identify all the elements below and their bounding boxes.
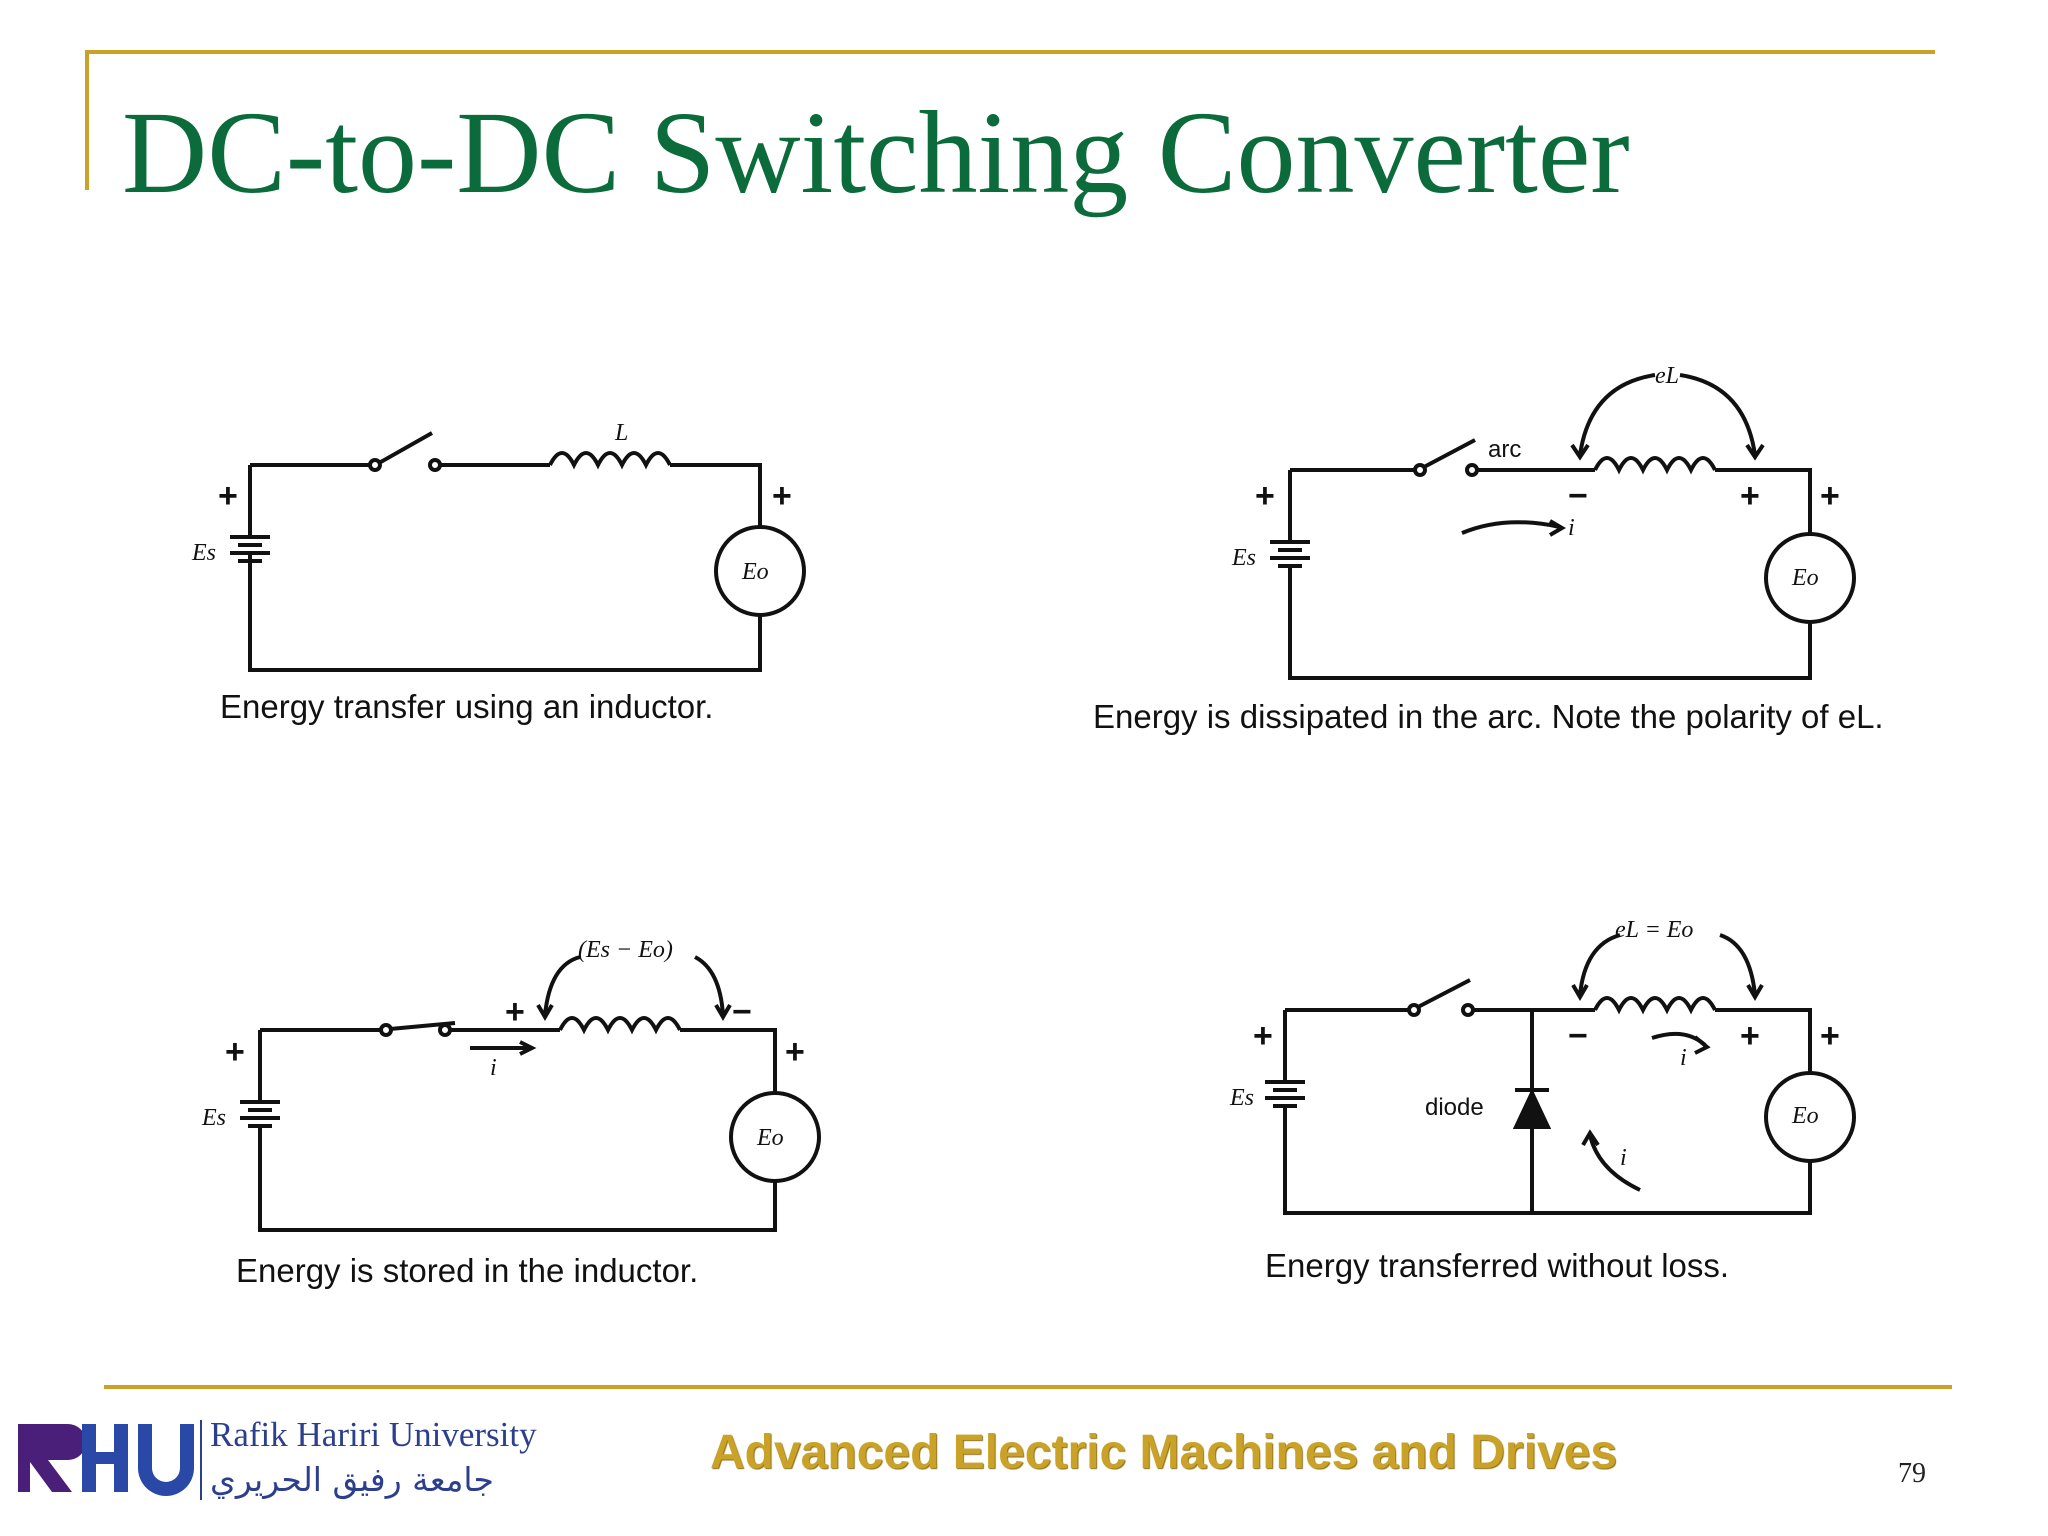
switch-icon: [1417, 978, 1471, 1009]
c3-plus-inductor: +: [505, 993, 525, 1031]
slide-title: DC-to-DC Switching Converter: [122, 87, 1630, 218]
battery-icon: [1270, 540, 1310, 568]
c1-plus-left: +: [218, 477, 238, 515]
c2-minus: −: [1568, 477, 1588, 515]
title-top-rule: [85, 50, 1935, 54]
c4-plus-left: +: [1253, 1017, 1273, 1055]
switch-icon: [378, 431, 433, 465]
circuit-energy-stored: [240, 955, 821, 1232]
c2-arc-label: arc: [1488, 436, 1521, 463]
battery-icon: [230, 535, 270, 563]
voltage-arrow-icon: [1578, 933, 1621, 996]
course-title: Advanced Electric Machines and Drives: [710, 1426, 1618, 1479]
c2-caption: Energy is dissipated in the arc. Note th…: [1093, 698, 1884, 735]
c3-load-label: Eo: [756, 1125, 784, 1151]
university-divider: [200, 1420, 202, 1500]
c2-plus-left: +: [1255, 477, 1275, 515]
circuit-arc-dissipation: [1270, 373, 1856, 680]
title-left-rule: [85, 50, 89, 190]
university-name-en: Rafik Hariri University: [210, 1415, 537, 1454]
inductor-icon: [548, 451, 672, 470]
voltage-arrow-icon: [543, 955, 581, 1016]
c3-current-label: i: [490, 1055, 497, 1081]
c4-source-label: Es: [1229, 1085, 1254, 1111]
c4-voltage-label: eL = Eo: [1615, 917, 1693, 943]
c2-plus-right: +: [1820, 477, 1840, 515]
load-icon: [714, 525, 806, 617]
battery-icon: [240, 1100, 280, 1128]
c4-current-label-top: i: [1680, 1045, 1687, 1071]
circuit-energy-transfer: [230, 431, 806, 672]
c3-voltage-label: (Es − Eo): [578, 937, 673, 963]
university-name-ar: جامعة رفيق الحريري: [210, 1460, 494, 1499]
c2-load-label: Eo: [1791, 565, 1819, 591]
footer-rule: [104, 1385, 1952, 1389]
c1-load-label: Eo: [741, 559, 769, 585]
c3-caption: Energy is stored in the inductor.: [236, 1252, 698, 1289]
load-icon: [1764, 1071, 1856, 1163]
c1-inductor-label: L: [614, 420, 628, 446]
c4-plus-right: +: [1820, 1017, 1840, 1055]
c1-caption: Energy transfer using an inductor.: [220, 688, 713, 725]
c3-minus: −: [732, 993, 752, 1031]
c4-diode-label: diode: [1425, 1094, 1484, 1121]
c1-source-label: Es: [191, 540, 216, 566]
current-arrow-icon: [1461, 520, 1561, 535]
c2-source-label: Es: [1231, 545, 1256, 571]
page-number: 79: [1898, 1458, 1926, 1489]
rhu-logo: [10, 1418, 195, 1498]
load-icon: [729, 1091, 821, 1183]
c4-load-label: Eo: [1791, 1103, 1819, 1129]
battery-icon: [1265, 1080, 1305, 1108]
voltage-arrow-icon: [1578, 373, 1656, 456]
inductor-icon: [1593, 996, 1717, 1015]
load-icon: [1764, 532, 1856, 624]
c3-plus-left: +: [225, 1033, 245, 1071]
c2-current-label: i: [1568, 515, 1575, 541]
c3-plus-right: +: [785, 1033, 805, 1071]
c2-el-label: eL: [1655, 363, 1679, 389]
circuits-figure: + + + + − + + + + − + + − + L Es Eo eL i…: [191, 363, 1884, 1289]
c4-current-label-bottom: i: [1620, 1145, 1627, 1171]
inductor-icon: [558, 1016, 682, 1035]
c4-caption: Energy transferred without loss.: [1265, 1247, 1729, 1284]
c3-source-label: Es: [201, 1105, 226, 1131]
c4-minus: −: [1568, 1017, 1588, 1055]
c4-plus-inductor: +: [1740, 1017, 1760, 1055]
switch-icon: [1423, 438, 1476, 469]
inductor-icon: [1593, 456, 1717, 475]
c2-plus-inductor: +: [1740, 477, 1760, 515]
c1-plus-right: +: [772, 477, 792, 515]
circuit-without-loss: [1265, 933, 1856, 1215]
